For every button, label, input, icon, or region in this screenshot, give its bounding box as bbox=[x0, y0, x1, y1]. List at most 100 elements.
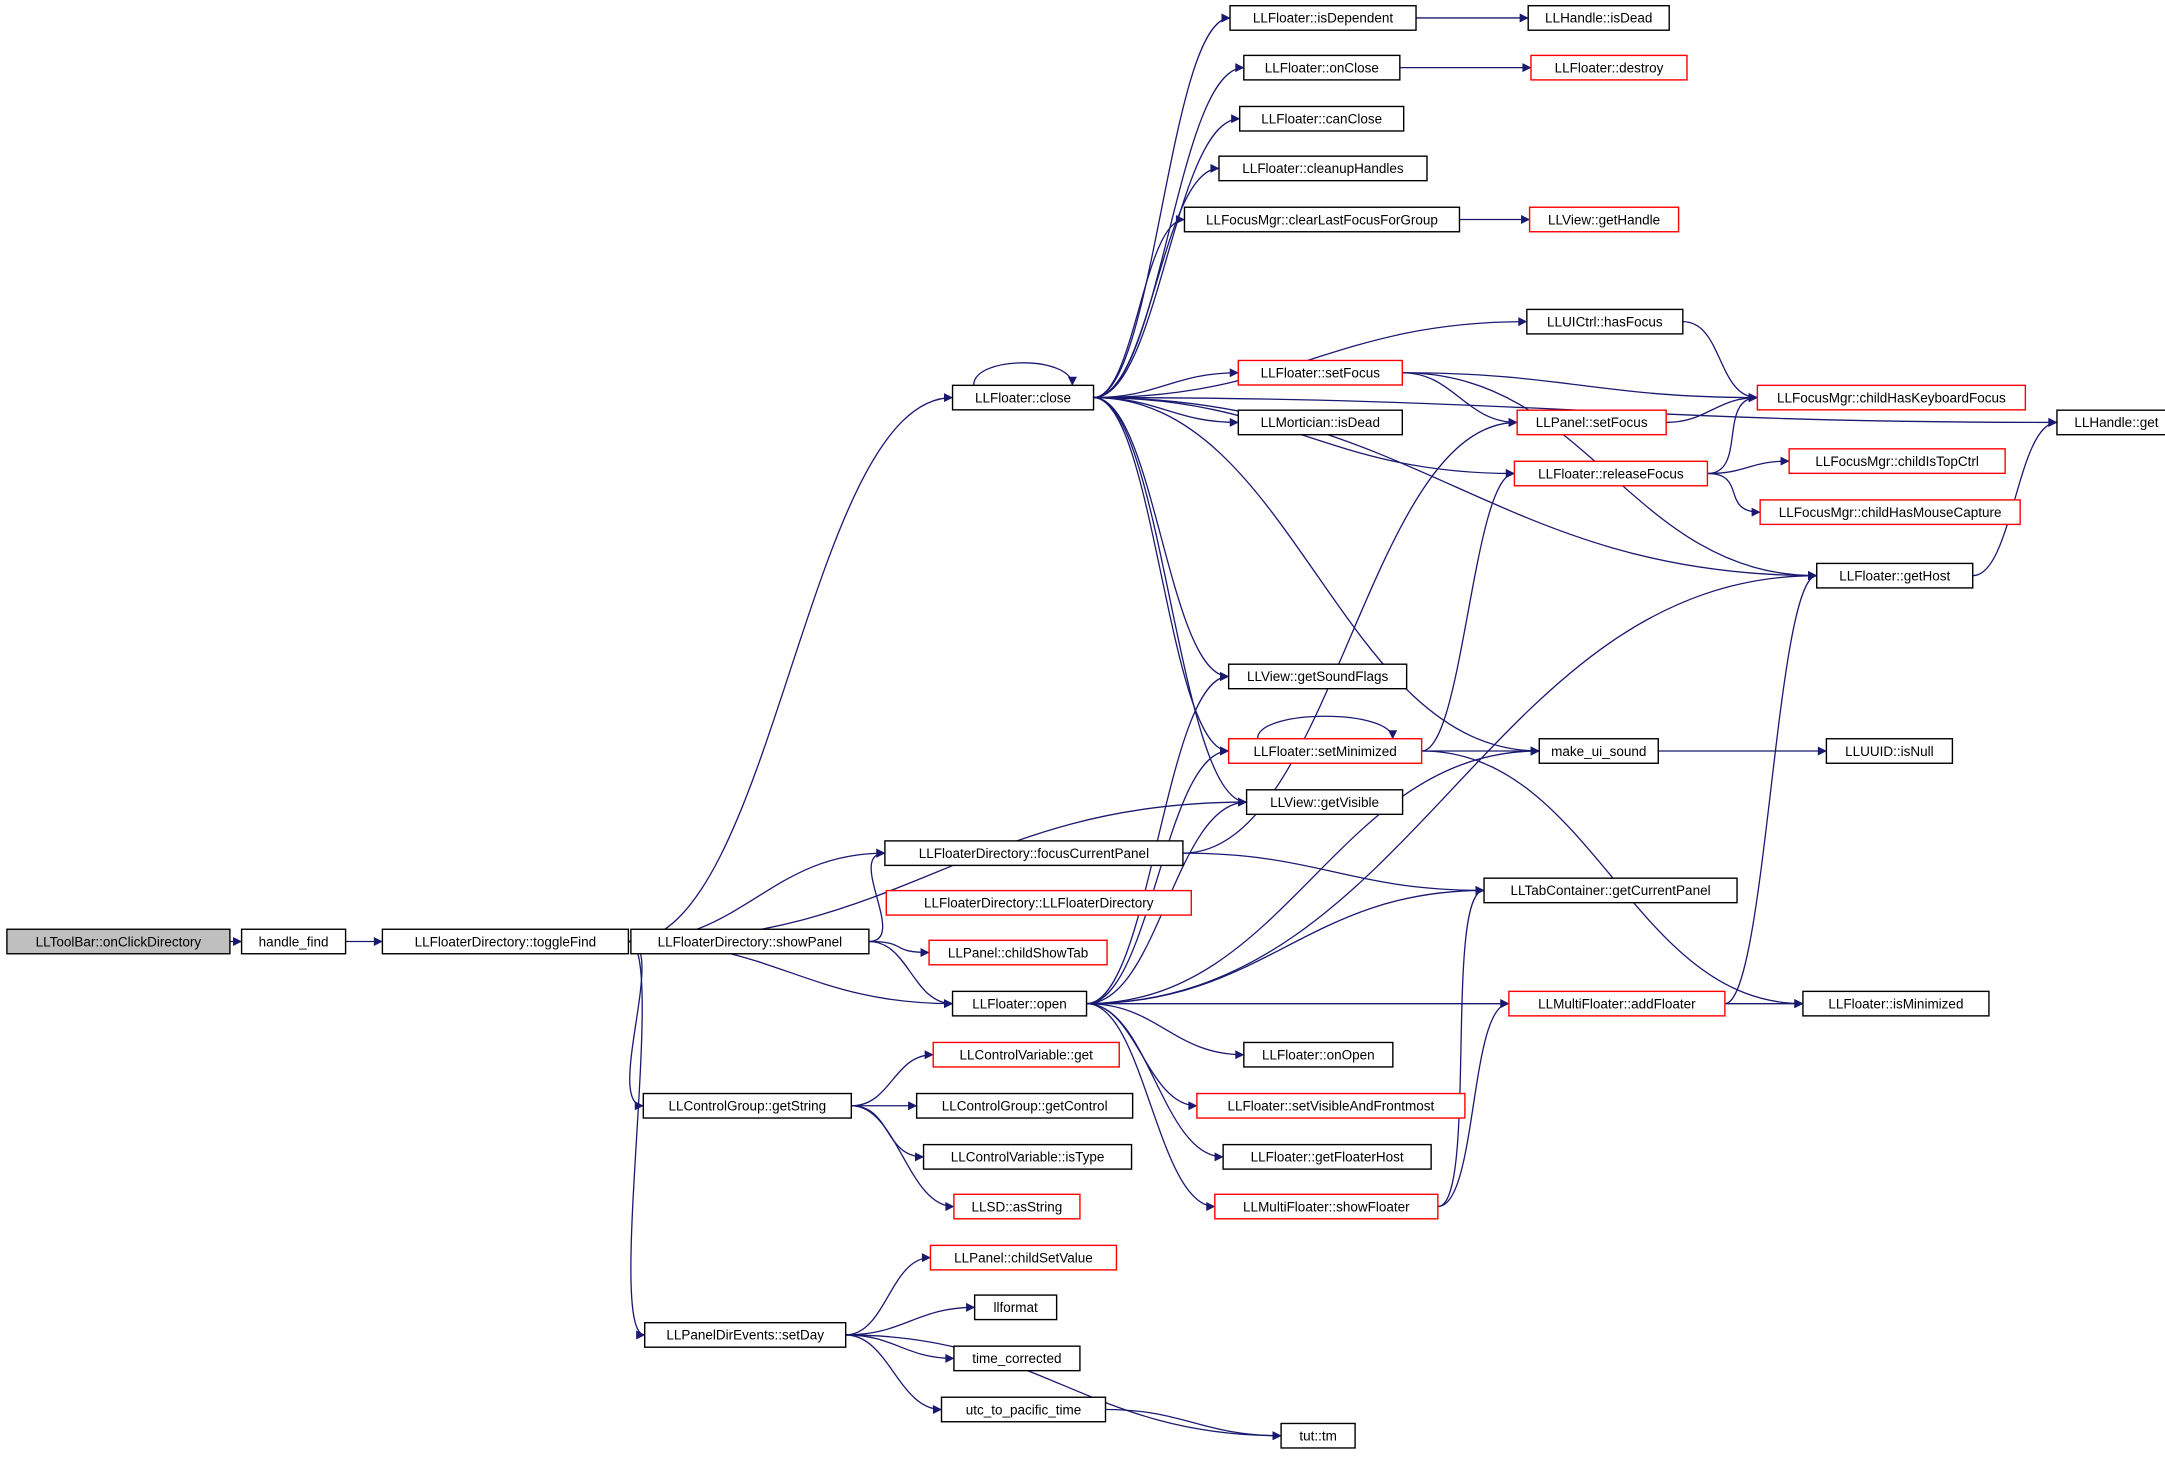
node-llcontrolgroup-getcontrol[interactable]: LLControlGroup::getControl bbox=[915, 1092, 1134, 1119]
node-lluuid-isnull[interactable]: LLUUID::isNull bbox=[1825, 738, 1954, 764]
node-llfloaterdirectory-showpanel[interactable]: LLFloaterDirectory::showPanel bbox=[630, 928, 870, 955]
node-label: LLFloater::open bbox=[972, 996, 1067, 1011]
edge-line bbox=[1972, 417, 2058, 577]
edge-line bbox=[1093, 396, 1248, 807]
edge-line bbox=[868, 940, 930, 958]
node-llfloater-releasefocus[interactable]: LLFloater::releaseFocus bbox=[1513, 460, 1709, 487]
edge-n30-n30 bbox=[1256, 715, 1398, 740]
node-label: LLFocusMgr::clearLastFocusForGroup bbox=[1206, 212, 1438, 227]
edge-line bbox=[1093, 396, 1230, 681]
node-llfocusmgr-childhaskeyboardfocus[interactable]: LLFocusMgr::childHasKeyboardFocus bbox=[1756, 384, 2027, 411]
node-llfocusmgr-clearlastfocusforgroup[interactable]: LLFocusMgr::clearLastFocusForGroup bbox=[1183, 206, 1461, 233]
node-label: LLPanel::childShowTab bbox=[948, 945, 1088, 960]
node-llfloater-destroy[interactable]: LLFloater::destroy bbox=[1530, 54, 1688, 81]
node-make-ui-sound[interactable]: make_ui_sound bbox=[1538, 738, 1659, 764]
node-label: LLView::getHandle bbox=[1548, 212, 1660, 227]
node-llhandle-isdead[interactable]: LLHandle::isDead bbox=[1527, 4, 1670, 31]
node-box bbox=[1825, 738, 1954, 764]
node-llcontrolvariable-istype[interactable]: LLControlVariable::isType bbox=[922, 1143, 1133, 1170]
node-llview-gethandle[interactable]: LLView::getHandle bbox=[1528, 206, 1680, 233]
node-box bbox=[932, 1041, 1120, 1068]
node-llfloater-cleanuphandles[interactable]: LLFloater::cleanupHandles bbox=[1218, 155, 1428, 182]
node-llformat[interactable]: llformat bbox=[973, 1294, 1058, 1321]
node-label: LLFloaterDirectory::toggleFind bbox=[415, 934, 597, 949]
node-llfloater-onopen[interactable]: LLFloater::onOpen bbox=[1243, 1041, 1394, 1068]
node-llfloater-setvisibleandfrontmost[interactable]: LLFloater::setVisibleAndFrontmost bbox=[1196, 1092, 1466, 1119]
node-llfloater-gethost[interactable]: LLFloater::getHost bbox=[1816, 562, 1974, 589]
node-llpaneldirevents-setday[interactable]: LLPanelDirEvents::setDay bbox=[643, 1321, 847, 1348]
node-box bbox=[1229, 4, 1417, 31]
node-llfocusmgr-childhasmousecapture[interactable]: LLFocusMgr::childHasMouseCapture bbox=[1759, 499, 2021, 526]
node-box bbox=[1183, 206, 1461, 233]
node-tut-tm[interactable]: tut::tm bbox=[1280, 1422, 1356, 1449]
edge-line bbox=[1093, 215, 1185, 399]
node-llfloater-isdependent[interactable]: LLFloater::isDependent bbox=[1229, 4, 1417, 31]
node-time-corrected[interactable]: time_corrected bbox=[953, 1345, 1081, 1372]
edge-line bbox=[1182, 852, 1485, 895]
edge-n4-n19 bbox=[1093, 317, 1528, 399]
edge-line bbox=[851, 1105, 955, 1212]
node-box bbox=[642, 1092, 853, 1119]
edge-n4-n27 bbox=[1093, 396, 1818, 581]
edge-n8-n27 bbox=[1086, 571, 1818, 1005]
node-llfloater-open[interactable]: LLFloater::open bbox=[951, 990, 1088, 1017]
node-llview-getsoundflags[interactable]: LLView::getSoundFlags bbox=[1227, 663, 1408, 690]
node-lluictrl-hasfocus[interactable]: LLUICtrl::hasFocus bbox=[1526, 308, 1684, 335]
node-lltabcontainer-getcurrentpanel[interactable]: LLTabContainer::getCurrentPanel bbox=[1483, 877, 1738, 904]
node-llcontrolvariable-get[interactable]: LLControlVariable::get bbox=[932, 1041, 1120, 1068]
edge-n7-n35 bbox=[868, 940, 930, 958]
edge-n4-n20 bbox=[1093, 368, 1239, 399]
node-llfloater-setfocus[interactable]: LLFloater::setFocus bbox=[1237, 359, 1404, 386]
node-llfloaterdirectory-togglefind[interactable]: LLFloaterDirectory::toggleFind bbox=[381, 928, 630, 955]
edge-line bbox=[845, 1253, 931, 1336]
node-box bbox=[1483, 877, 1738, 904]
node-box bbox=[973, 1294, 1058, 1321]
node-llfloater-canclose[interactable]: LLFloater::canClose bbox=[1238, 105, 1405, 132]
node-label: LLUUID::isNull bbox=[1845, 744, 1934, 759]
edge-line bbox=[868, 940, 953, 1009]
node-handle-find[interactable]: handle_find bbox=[240, 928, 347, 955]
node-label: tut::tm bbox=[1299, 1429, 1337, 1444]
node-label: llformat bbox=[994, 1300, 1039, 1315]
node-llsd-asstring[interactable]: LLSD::asString bbox=[953, 1193, 1081, 1220]
node-lltoolbar-onclickdirectory[interactable]: LLToolBar::onClickDirectory bbox=[6, 928, 231, 955]
node-llpanel-childshowtab[interactable]: LLPanel::childShowTab bbox=[928, 939, 1108, 966]
node-llfloater-setminimized[interactable]: LLFloater::setMinimized bbox=[1227, 738, 1423, 764]
node-box bbox=[1528, 206, 1680, 233]
edge-line bbox=[1256, 715, 1398, 740]
node-llview-getvisible[interactable]: LLView::getVisible bbox=[1245, 789, 1404, 816]
node-llfloaterdirectory-llfloaterdirectory[interactable]: LLFloaterDirectory::LLFloaterDirectory bbox=[885, 889, 1192, 916]
edge-line bbox=[1093, 396, 1230, 756]
node-label: LLPanelDirEvents::setDay bbox=[666, 1328, 824, 1343]
node-llmultifloater-showfloater[interactable]: LLMultiFloater::showFloater bbox=[1214, 1193, 1439, 1220]
edge-n4-n31 bbox=[1093, 396, 1540, 756]
node-label: LLMultiFloater::showFloater bbox=[1243, 1199, 1410, 1214]
edge-n8-n29 bbox=[1086, 671, 1230, 1005]
edge-n45-n34 bbox=[1437, 885, 1485, 1208]
node-llfloater-onclose[interactable]: LLFloater::onClose bbox=[1243, 54, 1401, 81]
node-label: LLFloater::setFocus bbox=[1261, 366, 1381, 381]
node-utc-to-pacific-time[interactable]: utc_to_pacific_time bbox=[940, 1396, 1107, 1423]
node-llfloater-getfloaterhost[interactable]: LLFloater::getFloaterHost bbox=[1222, 1143, 1432, 1170]
edge-n4-n13 bbox=[1093, 63, 1245, 399]
node-llcontrolgroup-getstring[interactable]: LLControlGroup::getString bbox=[642, 1092, 853, 1119]
node-box bbox=[1527, 4, 1670, 31]
node-box bbox=[929, 1244, 1118, 1271]
node-llfloater-isminimized[interactable]: LLFloater::isMinimized bbox=[1802, 990, 1990, 1017]
edge-line bbox=[1105, 1408, 1282, 1441]
node-llpanel-childsetvalue[interactable]: LLPanel::childSetValue bbox=[929, 1244, 1118, 1271]
node-label: LLUICtrl::hasFocus bbox=[1547, 314, 1663, 329]
node-llmortician-isdead[interactable]: LLMortician::isDead bbox=[1237, 409, 1404, 436]
node-label: LLMortician::isDead bbox=[1261, 415, 1380, 430]
edge-line bbox=[1437, 999, 1510, 1208]
edge-n10-n50 bbox=[845, 1334, 1282, 1441]
node-llfloaterdirectory-focuscurrentpanel[interactable]: LLFloaterDirectory::focusCurrentPanel bbox=[884, 840, 1184, 867]
node-llfloater-close[interactable]: LLFloater::close bbox=[951, 384, 1095, 411]
edge-line bbox=[1402, 372, 1758, 403]
node-llhandle-get[interactable]: LLHandle::get bbox=[2056, 409, 2165, 436]
node-llfocusmgr-childistopctrl[interactable]: LLFocusMgr::childIsTopCtrl bbox=[1788, 448, 2006, 475]
node-llmultifloater-addfloater[interactable]: LLMultiFloater::addFloater bbox=[1508, 990, 1726, 1017]
node-label: LLFloater::releaseFocus bbox=[1538, 466, 1684, 481]
node-llpanel-setfocus[interactable]: LLPanel::setFocus bbox=[1516, 409, 1667, 436]
